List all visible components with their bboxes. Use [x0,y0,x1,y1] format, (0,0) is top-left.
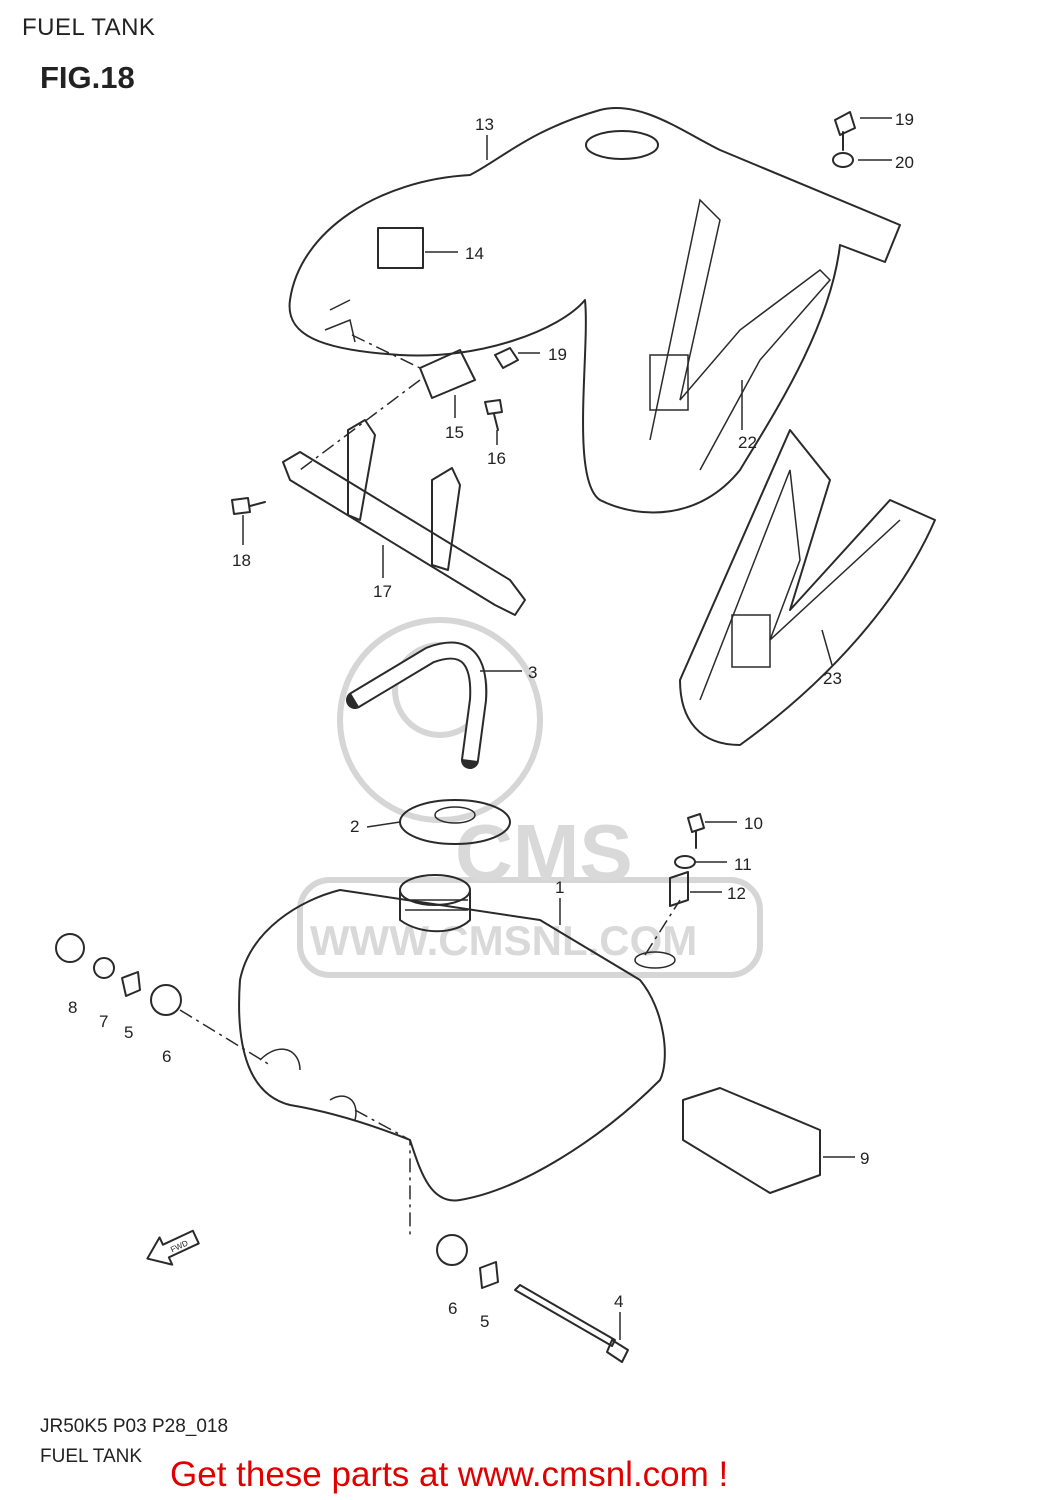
callout-9: 9 [860,1149,869,1168]
callout-18: 18 [232,551,251,570]
part-grommet-6 [150,984,182,1016]
callouts: 13 19 20 14 19 19 15 22 16 18 17 3 23 2 … [68,110,914,1331]
callout-19: 19 [548,345,567,364]
page-header: FUEL TANK [22,14,156,41]
callout-23: 23 [823,669,842,688]
part-hose-3-inner [351,643,486,761]
callout-14: 14 [465,244,484,263]
callout-22: 22 [738,433,757,452]
figure-title: FIG.18 [40,60,135,95]
fwd-arrow: FWD [146,1229,200,1266]
footer-section-name: FUEL TANK [40,1446,143,1467]
part-fuel-tank [238,874,676,1202]
part-washer-7 [93,957,115,979]
part-washer-11 [674,855,696,869]
callout-5b: 5 [480,1312,489,1331]
callout-12: 12 [727,884,746,903]
part-nut-19 [494,347,519,369]
hardware [55,111,856,1363]
callout-7: 7 [99,1012,108,1031]
assembly-lines [179,334,681,1235]
callout-15: 15 [445,423,464,442]
callout-13: 13 [475,115,494,134]
part-nut-21 [832,152,854,168]
callout-16: 16 [487,449,506,468]
callout-17: 17 [373,582,392,601]
callout-8: 8 [68,998,77,1017]
callout-10: 10 [744,814,763,833]
shop-link[interactable]: Get these parts at www.cmsnl.com ! [170,1455,729,1494]
callout-4: 4 [614,1292,623,1311]
watermark: CMS WWW.CMSNL.COM [297,617,763,978]
leader-lines [242,117,892,1340]
part-nut-8 [55,933,85,963]
callout-5: 5 [124,1023,133,1042]
callout-6b: 6 [448,1299,457,1318]
part-bracket-15 [419,349,476,399]
part-frame-cover [288,107,901,514]
part-stay-17 [282,419,526,616]
watermark-site-text: WWW.CMSNL.COM [310,917,697,964]
part-grommet-6b [436,1234,468,1266]
part-bolt-10 [687,813,705,849]
watermark-logo-text: CMS [455,808,633,897]
callout-11: 11 [734,855,752,874]
part-collar-5 [121,971,141,997]
callout-1: 1 [555,878,564,897]
callout-6: 6 [162,1047,171,1066]
callout-21: 20 [895,153,914,172]
part-bolt-20 [834,111,856,151]
part-screw-18 [231,497,266,515]
diagram-code: JR50K5 P03 P28_018 [40,1416,229,1437]
part-side-decal [679,429,936,746]
part-collar-5b [479,1261,499,1289]
callout-2: 2 [350,817,359,836]
part-collar-12 [669,871,689,907]
part-bolt-4 [514,1284,629,1363]
callout-20: 19 [895,110,914,129]
part-screw-16 [484,399,503,431]
callout-3: 3 [528,663,537,682]
part-band-9 [682,1087,821,1194]
